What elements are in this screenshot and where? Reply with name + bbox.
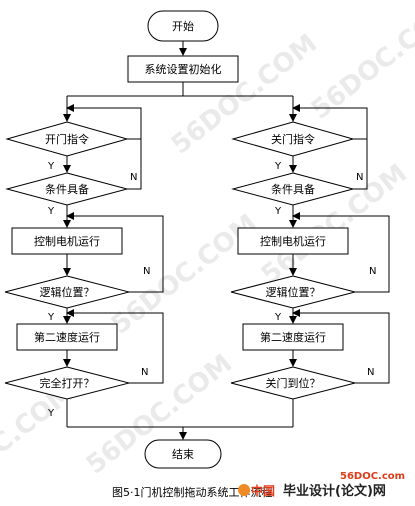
right-speed2-label: 第二速度运行 (260, 330, 326, 344)
left-finish-no-label: N (141, 367, 148, 378)
logo-site-text: 56DOC.com (340, 471, 405, 482)
start-label: 开始 (172, 19, 194, 33)
end-terminal (144, 439, 222, 469)
edge-left-cmd-no (66, 104, 142, 140)
right-logic-yes-label: Y (274, 312, 282, 323)
right-cmd-no-label: N (356, 172, 363, 183)
edge-right-cond-no (353, 139, 368, 190)
right-close-command-label: 关门指令 (271, 132, 315, 146)
edge-left-finish-no (66, 309, 164, 384)
right-logic-no-label: N (369, 266, 376, 277)
right-finish-no-label: N (367, 367, 374, 378)
left-motor-label: 控制电机运行 (34, 234, 100, 248)
left-condition-label: 条件具备 (45, 182, 89, 196)
logo-emblem-icon (238, 484, 250, 496)
left-logic-no-label: N (143, 266, 150, 277)
edge-right-cmd-no (292, 104, 368, 140)
logo-main-text: 毕业设计(论文)网 (283, 483, 386, 499)
edge-right-logic-no (292, 212, 390, 293)
right-cond-yes-label: Y (274, 206, 282, 217)
left-cmd-no-label: N (130, 172, 137, 183)
edge-right-finish-no (292, 309, 390, 384)
edge-left-cond-no (127, 139, 142, 190)
right-speed2-box (242, 323, 344, 351)
logo-cn-text: 中国 (251, 483, 275, 498)
end-label: 结束 (172, 448, 194, 461)
right-motor-label: 控制电机运行 (260, 234, 326, 248)
right-finish-label: 关门到位？ (266, 376, 321, 390)
left-speed2-label: 第二速度运行 (34, 330, 100, 344)
right-motor-box (237, 227, 349, 255)
left-logic-yes-label: Y (47, 312, 55, 323)
left-logic-label: 逻辑位置？ (40, 285, 95, 299)
left-open-command-label: 开门指令 (45, 132, 89, 146)
left-finish-label: 完全打开？ (40, 376, 95, 390)
right-logic-label: 逻辑位置？ (266, 285, 321, 299)
right-condition-label: 条件具备 (271, 182, 315, 196)
right-cmd-yes-label: Y (274, 161, 282, 172)
logo: 中国 毕业设计(论文)网 (238, 483, 386, 499)
left-speed2-box (16, 323, 118, 351)
left-finish-yes-label: Y (47, 408, 55, 419)
watermark: 56DOC.COM (306, 0, 415, 126)
figure-caption: 图5·1门机控制拖动系统工作流程 (112, 485, 273, 499)
left-cmd-yes-label: Y (47, 161, 55, 172)
left-cond-yes-label: Y (47, 206, 55, 217)
edge-left-logic-no (66, 212, 164, 293)
init-label: 系统设置初始化 (145, 62, 222, 76)
left-motor-box (11, 227, 123, 255)
